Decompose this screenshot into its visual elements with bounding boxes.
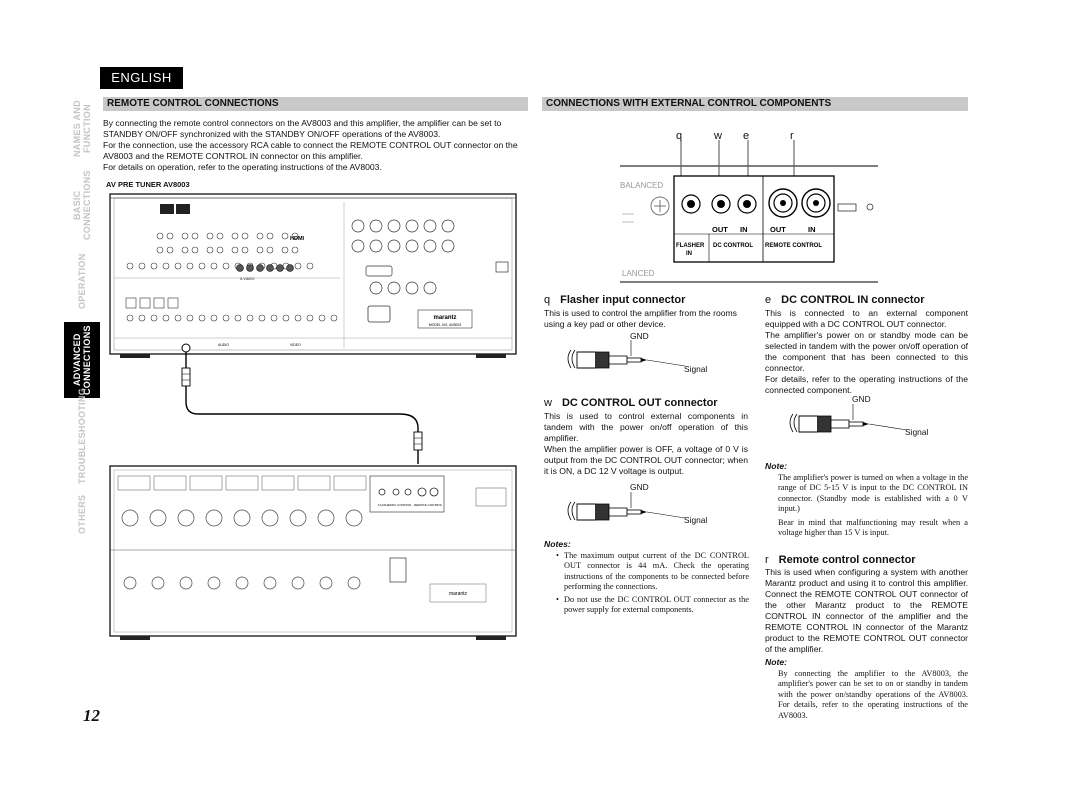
av8003-model: MODEL NO. AV8003 (429, 323, 462, 327)
plug-gnd-label: GND (630, 331, 649, 341)
remote-control-in-jack (801, 188, 831, 218)
plug-gnd-label: GND (630, 482, 649, 492)
rca-cable (181, 352, 423, 464)
amp-dc-control-label: DC CONTROL (392, 503, 412, 507)
panel-in-1: IN (740, 225, 748, 234)
callout-q: q (676, 130, 683, 142)
left-intro-text: By connecting the remote control connect… (103, 118, 528, 173)
note-item: Do not use the DC CONTROL OUT connector … (556, 595, 749, 616)
panel-flasher: FLASHER (676, 243, 705, 249)
mini-plug-icon (567, 492, 685, 521)
panel-balanced-bottom: LANCED (622, 269, 655, 278)
dc-out-paragraph: When the amplifier power is OFF, a volta… (544, 444, 748, 476)
notes-label: Notes: (544, 539, 571, 549)
flasher-input-text: This is used to control the amplifier fr… (544, 308, 737, 329)
connection-diagram: marantz MODEL NO. AV8003 HDMI AUDIO VIDE… (109, 193, 517, 640)
remote-control-connector-heading: r Remote control connector (765, 554, 916, 566)
panel-remote-control: REMOTE CONTROL (765, 243, 822, 249)
side-tab-basic-connections[interactable]: BASIC CONNECTIONS (72, 170, 92, 240)
heading-num: w (544, 397, 552, 409)
dc-control-out-heading: w DC CONTROL OUT connector (544, 397, 718, 409)
av8003-brand: marantz (433, 315, 456, 321)
panel-out-1: OUT (712, 225, 728, 234)
panel-out-2: OUT (770, 225, 786, 234)
external-control-heading: CONNECTIONS WITH EXTERNAL CONTROL COMPON… (542, 97, 968, 111)
dc-in-notes: The amplifier's power is turned on when … (778, 473, 968, 538)
side-tab-names-and-function[interactable]: NAMES AND FUNCTION (72, 100, 92, 158)
panel-in-2: IN (808, 225, 816, 234)
connector-panel-detail: BALANCED LANCED OUT IN OUT IN FLASHER IN… (620, 140, 888, 290)
left-paragraph: For the connection, use the accessory RC… (103, 140, 518, 161)
side-tab-others[interactable]: OTHERS (77, 494, 87, 534)
svideo-label: S-VIDEO (240, 277, 255, 281)
amp-brand: marantz (449, 591, 468, 597)
remote-control-connections-heading: REMOTE CONTROL CONNECTIONS (103, 97, 528, 111)
page-number: 12 (83, 706, 100, 725)
flasher-input-heading: q Flasher input connector (544, 294, 685, 306)
heading-title: Remote control connector (778, 554, 916, 566)
amplifier-rear-panel: FLASHER DC CONTROL REMOTE CONTROL marant… (109, 465, 517, 640)
mini-plug-icon (789, 404, 907, 433)
av8003-rear-panel: marantz MODEL NO. AV8003 HDMI AUDIO VIDE… (109, 193, 517, 358)
note-label: Note: (765, 657, 787, 667)
note-item: Bear in mind that malfunctioning may res… (778, 517, 968, 538)
dc-in-paragraph: This is connected to an external compone… (765, 308, 968, 329)
mini-plug-icon (567, 340, 685, 369)
hdmi-label: HDMI (290, 236, 305, 242)
heading-num: e (765, 294, 772, 306)
remote-control-connector-text: This is used when configuring a system w… (765, 567, 968, 654)
dc-out-paragraph: This is used to control external compone… (544, 411, 748, 443)
heading-num: q (544, 294, 551, 306)
figure-caption: AV PRE TUNER AV8003 (106, 180, 190, 189)
note-label: Note: (765, 461, 787, 471)
amp-flasher-label: FLASHER (378, 503, 393, 507)
callout-r: r (790, 130, 794, 142)
heading-num: r (765, 554, 769, 566)
amp-remote-control-label: REMOTE CONTROL (414, 503, 443, 507)
dc-in-paragraph: The amplifier's power on or standby mode… (765, 330, 968, 373)
remote-control-out-jack (768, 188, 798, 218)
callout-w: w (714, 130, 722, 142)
dc-control-in-jack (737, 194, 757, 214)
dc-out-notes: The maximum output current of the DC CON… (556, 551, 749, 615)
audio-label: AUDIO (218, 343, 229, 347)
plug-signal-label: Signal (684, 515, 708, 525)
side-tab-advanced-connections[interactable]: ADVANCED CONNECTIONS (64, 322, 100, 398)
plug-signal-label: Signal (905, 427, 929, 437)
panel-dc-control: DC CONTROL (713, 243, 753, 249)
note-item: The amplifier's power is turned on when … (778, 473, 968, 514)
heading-title: DC CONTROL IN connector (781, 294, 925, 306)
panel-balanced-top: BALANCED (620, 181, 663, 190)
plug-gnd-label: GND (852, 394, 871, 404)
language-tab[interactable]: ENGLISH (100, 67, 183, 89)
remote-control-note: By connecting the amplifier to the AV800… (778, 669, 968, 720)
flasher-jack (681, 194, 701, 214)
panel-flasher-in: IN (686, 251, 692, 257)
dc-control-in-heading: e DC CONTROL IN connector (765, 294, 925, 306)
video-label: VIDEO (290, 343, 301, 347)
heading-title: Flasher input connector (560, 294, 686, 306)
note-item: The maximum output current of the DC CON… (556, 551, 749, 593)
dc-control-out-jack (711, 194, 731, 214)
heading-title: DC CONTROL OUT connector (561, 397, 718, 409)
left-paragraph: For details on operation, refer to the o… (103, 162, 382, 172)
dc-in-paragraph: For details, refer to the operating inst… (765, 374, 968, 395)
side-tab-operation[interactable]: OPERATION (77, 253, 87, 309)
callout-e: e (743, 130, 750, 142)
plug-signal-label: Signal (684, 364, 708, 374)
side-tab-troubleshooting[interactable]: TROUBLESHOOTING (77, 388, 87, 484)
dc-control-out-text: This is used to control external compone… (544, 411, 748, 477)
left-paragraph: By connecting the remote control connect… (103, 118, 502, 139)
dc-control-in-text: This is connected to an external compone… (765, 308, 968, 396)
